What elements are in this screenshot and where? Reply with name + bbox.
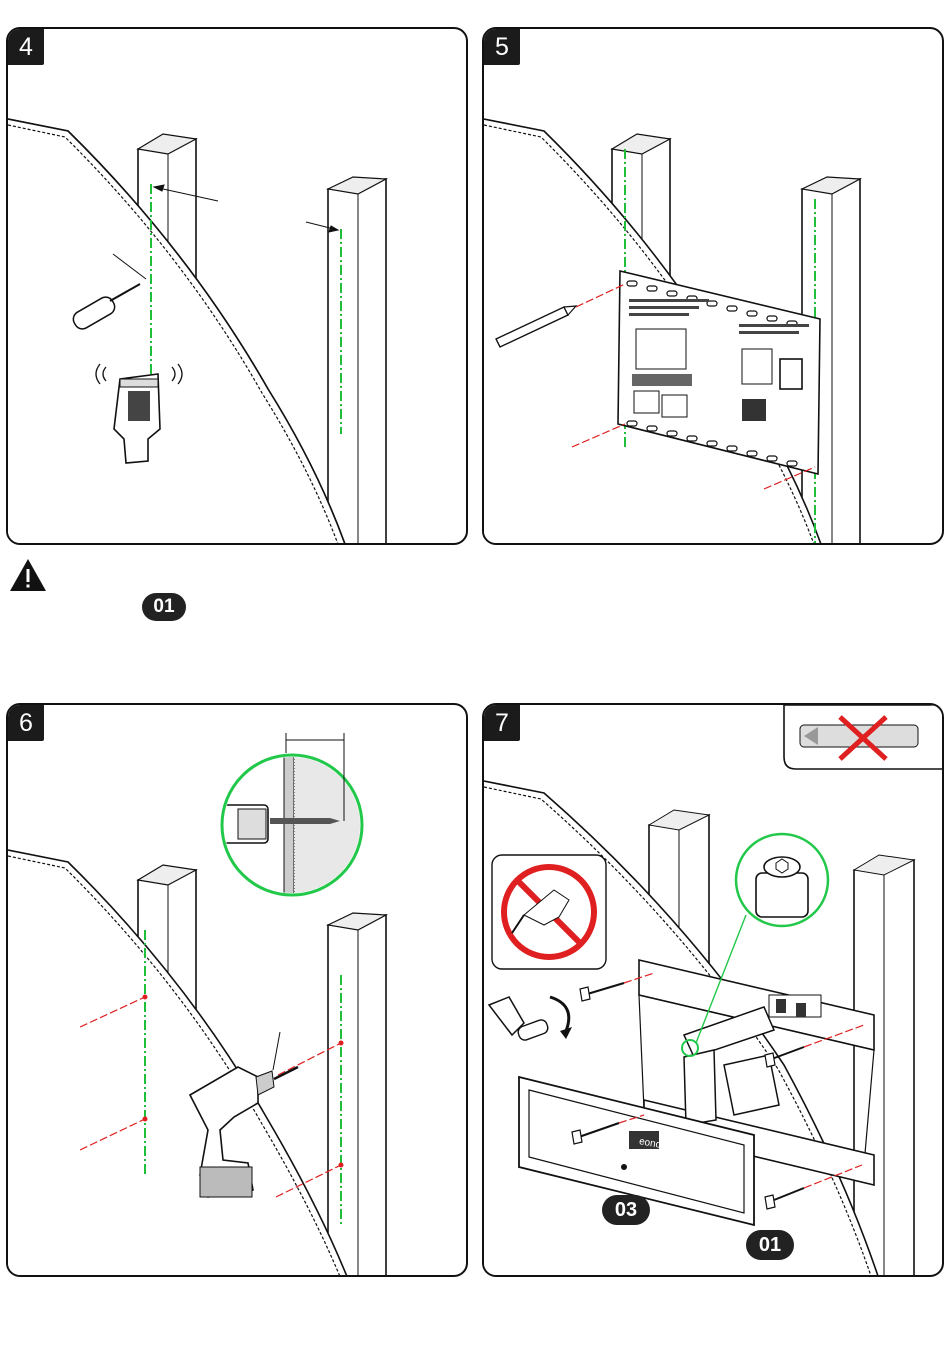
- step-5-panel: 5: [482, 27, 944, 545]
- wall-stud-right: [328, 177, 386, 545]
- wall-stud-right: [854, 855, 914, 1277]
- step-5-illustration: [484, 29, 944, 545]
- part-badge-bolt: 01: [746, 1230, 794, 1260]
- wall-stud-right: [328, 913, 386, 1277]
- step-7-illustration: [484, 705, 944, 1277]
- no-wall-anchor-box: [784, 705, 944, 769]
- part-badge: 01: [142, 593, 186, 621]
- step-4-panel: 4: [6, 27, 468, 545]
- step-number: 7: [484, 705, 520, 741]
- step-6-panel: 6: [6, 703, 468, 1277]
- warning-triangle-icon: [8, 557, 48, 593]
- step-number: 4: [8, 29, 44, 65]
- part-badge-plate: 03: [602, 1195, 650, 1225]
- step-number: 6: [8, 705, 44, 741]
- drywall-edge: [8, 29, 346, 545]
- step-7-panel: 7 eono 03 01: [482, 703, 944, 1277]
- step-6-illustration: [8, 705, 468, 1277]
- no-power-driver-box: [492, 855, 606, 969]
- step-4-illustration: [8, 29, 468, 545]
- step-number: 5: [484, 29, 520, 65]
- depth-zoom-circle: [222, 733, 374, 905]
